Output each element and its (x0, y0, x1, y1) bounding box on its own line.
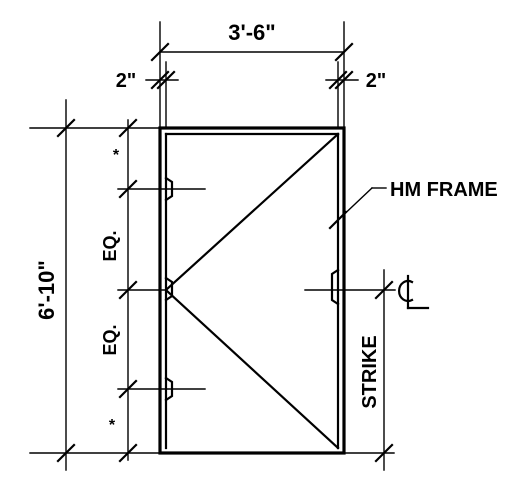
strike-notch (304, 268, 396, 306)
lower-eq-text: EQ. (100, 324, 120, 355)
door-swing-lines (164, 132, 340, 450)
height-dimension-text: 6'-10" (34, 260, 59, 320)
jamb-dimensions (145, 61, 359, 127)
height-dimension (29, 99, 159, 471)
right-jamb-dimension-text: 2" (366, 70, 387, 92)
strike-dimension (345, 269, 395, 471)
left-jamb-dimension-text: 2" (116, 70, 137, 92)
hinge-spacing-dimension (117, 118, 167, 463)
hm-frame-label: HM FRAME (390, 179, 498, 201)
centerline-icon (397, 274, 430, 310)
width-dimension-text: 3'-6" (228, 20, 275, 45)
strike-label: STRIKE (359, 335, 381, 408)
upper-star-note: * (113, 147, 120, 164)
frame-leader (328, 187, 387, 230)
hinge-notches (164, 176, 206, 402)
lower-star-note: * (109, 417, 116, 434)
upper-eq-text: EQ. (100, 230, 120, 261)
